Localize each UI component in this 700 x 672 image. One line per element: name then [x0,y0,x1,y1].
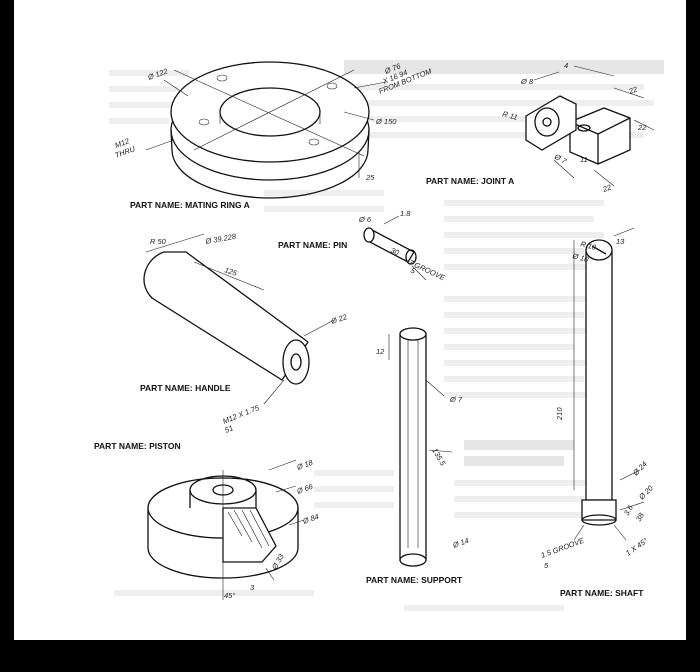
shaft-36-label: 3.6 [622,503,635,517]
handle-51-label: 51 [223,423,234,434]
handle-name: PART NAME: HANDLE [140,383,231,393]
support-d7-label: Ø 7 [449,395,463,404]
piston-45-label: 45° [224,591,235,600]
handle-m12-label: M12 X 1.75 [221,403,261,426]
support-name: PART NAME: SUPPORT [366,575,463,585]
pin-name: PART NAME: PIN [278,240,347,250]
piston-name: PART NAME: PISTON [94,441,181,451]
ring-d122-label: Ø 122 [146,66,170,82]
shaft-name: PART NAME: SHAFT [560,588,644,598]
ring-25-label: 25 [365,173,375,182]
shaft-13-label: 13 [616,237,625,246]
joint-22b-label: 22 [637,123,647,132]
joint-4-label: 4 [564,61,568,70]
support-d14-label: Ø 14 [451,536,470,550]
handle-r50-label: R 50 [150,237,167,246]
piston-d84-label: Ø 84 [301,512,320,526]
mating-ring-name: PART NAME: MATING RING A [130,200,250,210]
handle-d22-label: Ø 22 [329,312,349,326]
mating-ring-figure [145,61,387,199]
drawing-sheet: Ø 122 Ø 76 X 16 94 FROM BOTTOM Ø 150 M12… [14,0,686,640]
shaft-d20-label: Ø 20 [636,483,655,502]
piston-d18-label: Ø 18 [295,458,315,473]
shaft-d24-label: Ø 24 [630,460,649,479]
support-1355-label: 135.5 [430,447,448,468]
shaft-38-label: 38 [634,511,646,523]
shaft-groove-label: 1.5 GROOVE [540,536,587,560]
support-figure [388,327,453,567]
support-12-label: 12 [376,347,385,356]
joint-figure [525,65,655,187]
pin-figure [363,215,427,281]
shaft-figure [573,227,645,541]
joint-22c-label: 22 [601,182,614,194]
pin-d6-label: Ø 6 [358,215,372,224]
handle-125-label: 125 [223,265,238,278]
ring-d150-label: Ø 150 [375,117,397,126]
shaft-chamfer-label: 1 X 45° [624,536,649,558]
background-text [109,60,664,611]
piston-3-label: 3 [250,583,255,592]
joint-d8-label: Ø 8 [520,77,534,86]
shaft-210-label: 210 [555,407,564,421]
piston-d66-label: Ø 66 [295,482,315,497]
technical-drawing: Ø 122 Ø 76 X 16 94 FROM BOTTOM Ø 150 M12… [94,60,664,611]
handle-d39-label: Ø 39.228 [204,232,238,247]
piston-figure [147,459,305,600]
joint-name: PART NAME: JOINT A [426,176,514,186]
joint-d7-label: Ø 7 [552,151,569,166]
shaft-r10-label: R 10 [579,239,597,252]
shaft-t5-label: 5 [544,561,549,570]
joint-r11-label: R 11 [501,109,518,122]
pin-5-label: 5 [409,266,417,276]
handle-figure [143,233,335,405]
pin-18-label: 1.8 [400,209,411,218]
joint-11-label: 11 [580,155,588,164]
joint-22a-label: 22 [627,84,640,96]
